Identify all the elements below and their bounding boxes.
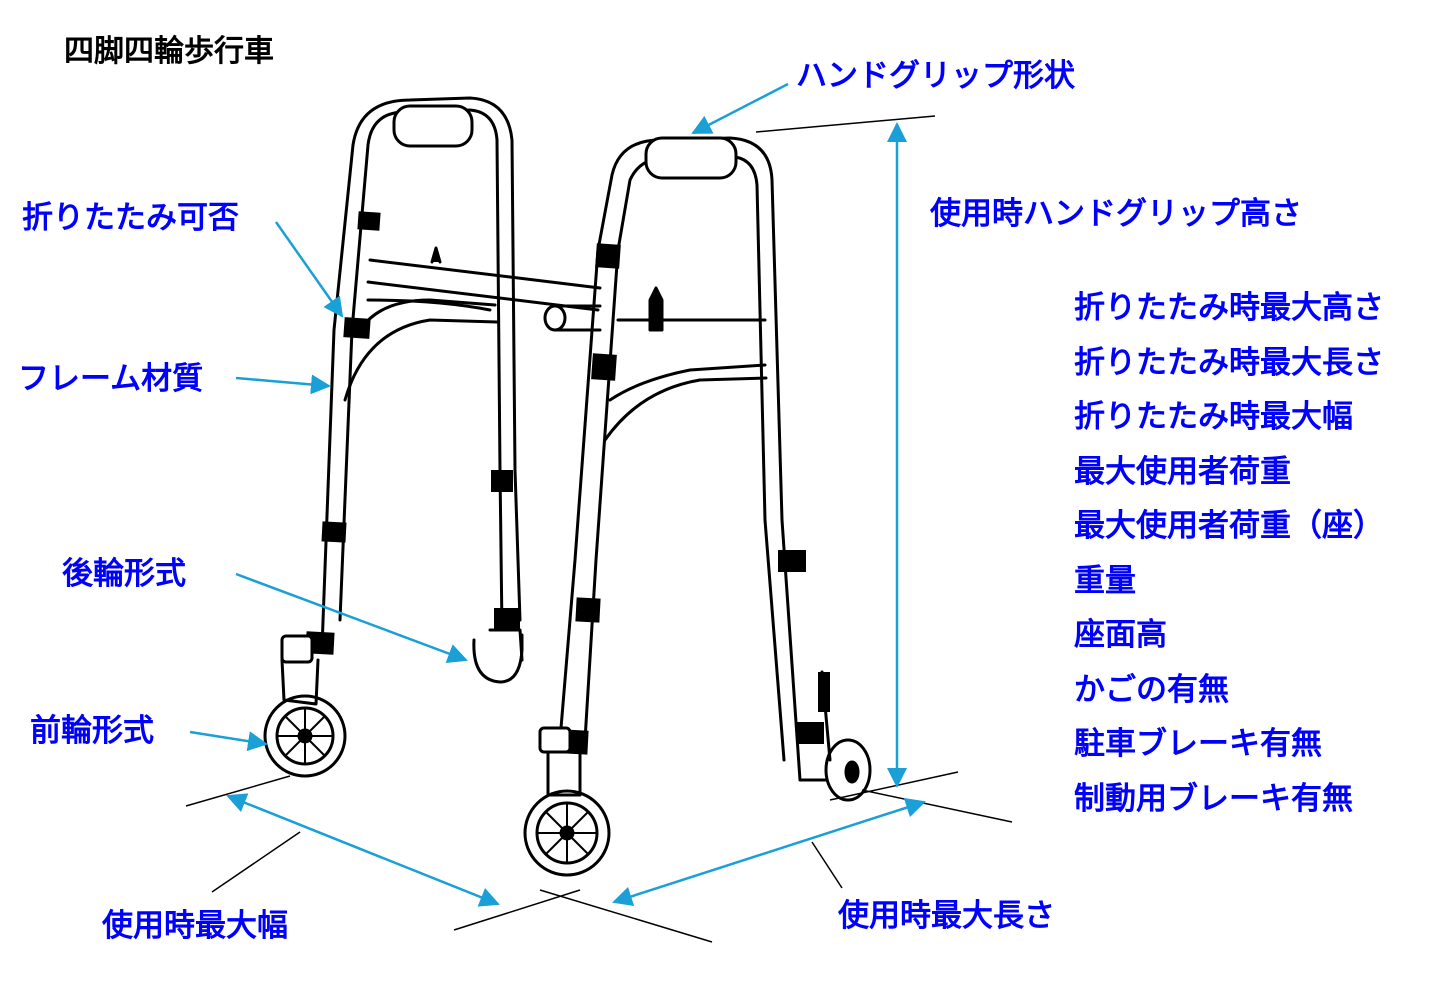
rear-frame xyxy=(305,96,524,684)
arrow-hand-grip-shape xyxy=(691,82,789,135)
label-hand-grip-shape: ハンドグリップ形状 xyxy=(796,58,1075,94)
arrow-max-length xyxy=(612,798,926,906)
spec-list: 折りたたみ時最大高さ 折りたたみ時最大長さ 折りたたみ時最大幅 最大使用者荷重 … xyxy=(1074,290,1384,835)
arrow-frame-material xyxy=(235,374,331,395)
rear-left-wheel xyxy=(263,634,347,778)
arrow-front-wheel xyxy=(189,730,268,752)
spec-item: 折りたたみ時最大高さ xyxy=(1074,290,1384,326)
spec-item: 最大使用者荷重（座） xyxy=(1074,508,1384,544)
spec-item: 座面高 xyxy=(1074,617,1167,653)
label-front-wheel: 前輪形式 xyxy=(30,713,154,749)
spec-item: かごの有無 xyxy=(1074,671,1229,708)
spec-item: 折りたたみ時最大幅 xyxy=(1074,399,1353,435)
diagram-title: 四脚四輪歩行車 xyxy=(64,34,274,69)
arrow-max-width xyxy=(226,793,500,907)
spec-item: 駐車ブレーキ有無 xyxy=(1074,726,1322,762)
label-max-length: 使用時最大長さ xyxy=(838,898,1055,934)
front-frame xyxy=(523,136,872,877)
label-hand-grip-height: 使用時ハンドグリップ高さ xyxy=(930,196,1302,232)
callout-arrows xyxy=(189,82,926,907)
spec-item: 折りたたみ時最大長さ xyxy=(1074,344,1384,381)
label-frame-material: フレーム材質 xyxy=(18,361,204,397)
arrow-rear-wheel xyxy=(235,572,468,664)
label-rear-wheel: 後輪形式 xyxy=(62,556,186,592)
walker-illustration-icon xyxy=(263,96,872,877)
label-max-width: 使用時最大幅 xyxy=(102,908,288,944)
arrow-folding xyxy=(274,221,344,318)
spec-item: 最大使用者荷重 xyxy=(1074,453,1291,490)
cross-brace xyxy=(366,246,602,332)
spec-item: 重量 xyxy=(1074,562,1136,599)
spec-item: 制動用ブレーキ有無 xyxy=(1074,780,1353,817)
label-folding: 折りたたみ可否 xyxy=(22,200,239,236)
